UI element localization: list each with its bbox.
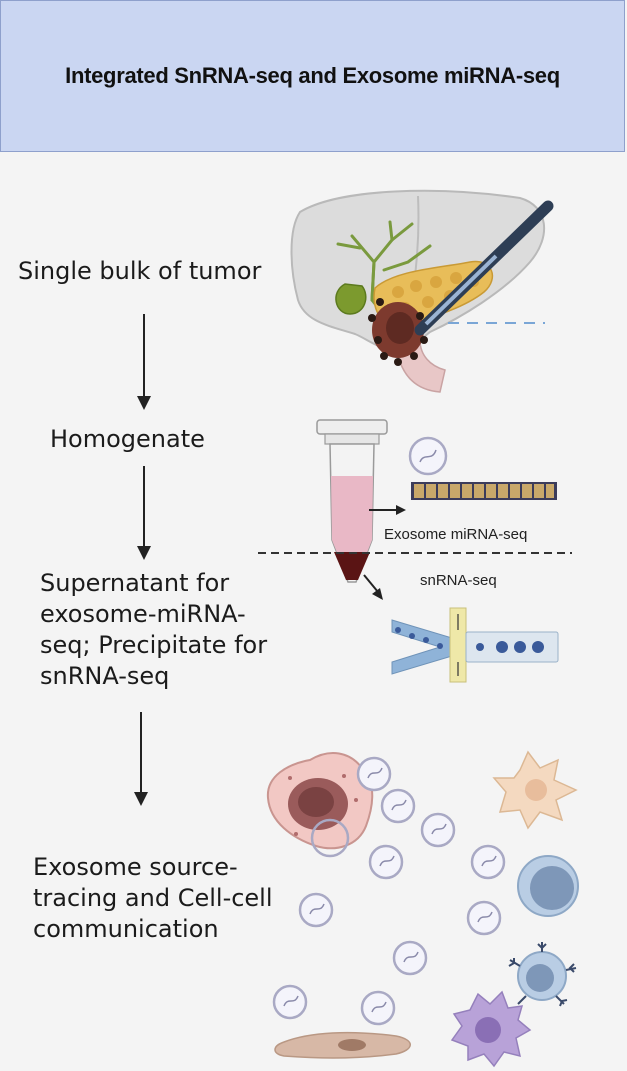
arrow-down-3 — [134, 712, 148, 806]
exosome-rna-squiggles — [283, 767, 497, 1013]
step-single-bulk-text: Single bulk of tumor — [18, 257, 262, 285]
immune-cell-illustration — [517, 855, 579, 917]
mirna-sequence-bar — [411, 482, 557, 500]
step-supernatant-text: Supernatant for exosome-miRNA-seq; Preci… — [40, 569, 268, 690]
label-exosome-mirna-seq: Exosome miRNA-seq — [384, 526, 528, 543]
step-homogenate: Homogenate — [50, 424, 270, 455]
b-cell-illustration — [508, 942, 577, 1007]
header-banner: Integrated SnRNA-seq and Exosome miRNA-s… — [0, 0, 625, 152]
centrifuge-tube-illustration — [316, 419, 406, 600]
step-single-bulk: Single bulk of tumor — [18, 256, 298, 287]
arrow-down-1 — [137, 314, 151, 410]
liver-tumor-illustration — [290, 189, 554, 393]
step-exosome-tracing: Exosome source-tracing and Cell-cell com… — [33, 852, 295, 945]
step-homogenate-text: Homogenate — [50, 425, 205, 453]
fibroblast-illustration — [274, 1031, 411, 1059]
step-supernatant: Supernatant for exosome-miRNA-seq; Preci… — [40, 568, 280, 692]
microfluidic-chip-illustration — [391, 607, 559, 683]
exosome-vesicles — [272, 756, 506, 1026]
label-snrna-seq: snRNA-seq — [420, 572, 497, 589]
dendritic-cell-illustration — [492, 750, 578, 830]
step-exosome-tracing-text: Exosome source-tracing and Cell-cell com… — [33, 853, 273, 943]
tumor-cell-illustration — [266, 752, 374, 850]
page-title: Integrated SnRNA-seq and Exosome miRNA-s… — [65, 63, 560, 88]
arrow-down-2 — [137, 466, 151, 560]
macrophage-illustration — [450, 990, 532, 1068]
